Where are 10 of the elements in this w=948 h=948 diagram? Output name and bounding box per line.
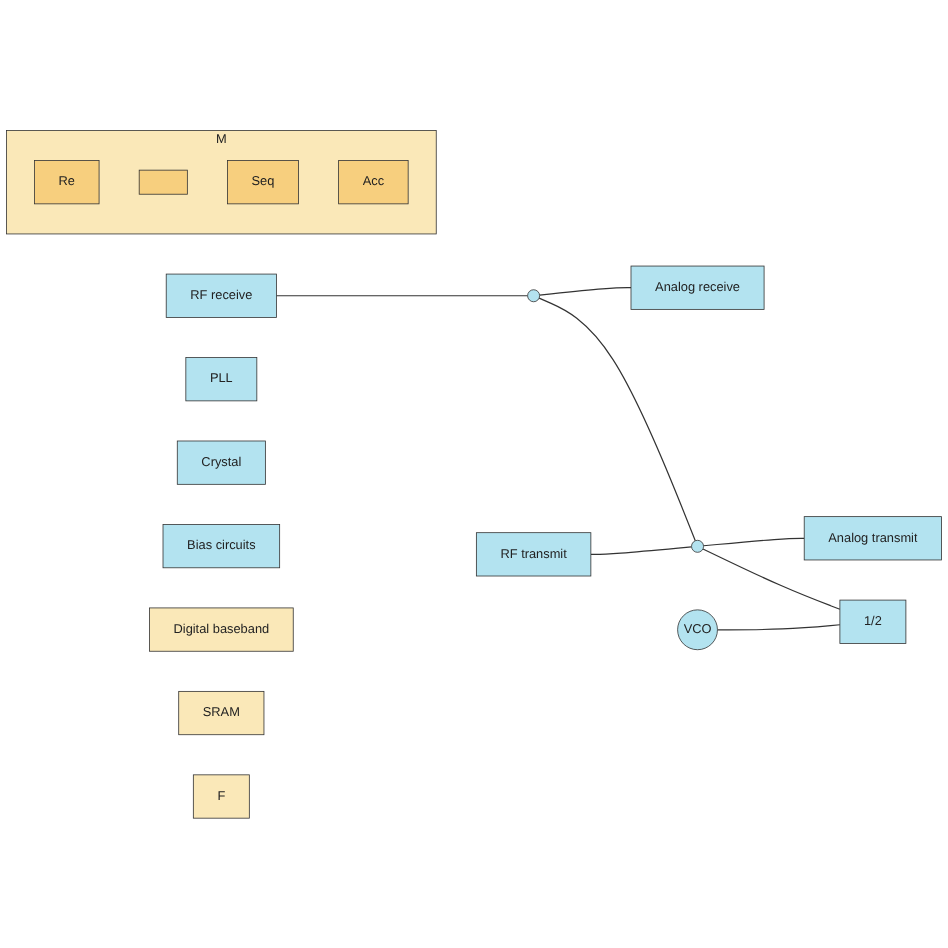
connector [702, 548, 841, 610]
connector [538, 297, 696, 541]
connector [702, 537, 805, 547]
node-circle [527, 289, 541, 302]
connector [275, 294, 529, 297]
connector [539, 286, 632, 296]
connector [590, 545, 693, 555]
node-circle [691, 539, 704, 553]
connector [716, 623, 841, 631]
node-box [138, 169, 188, 195]
